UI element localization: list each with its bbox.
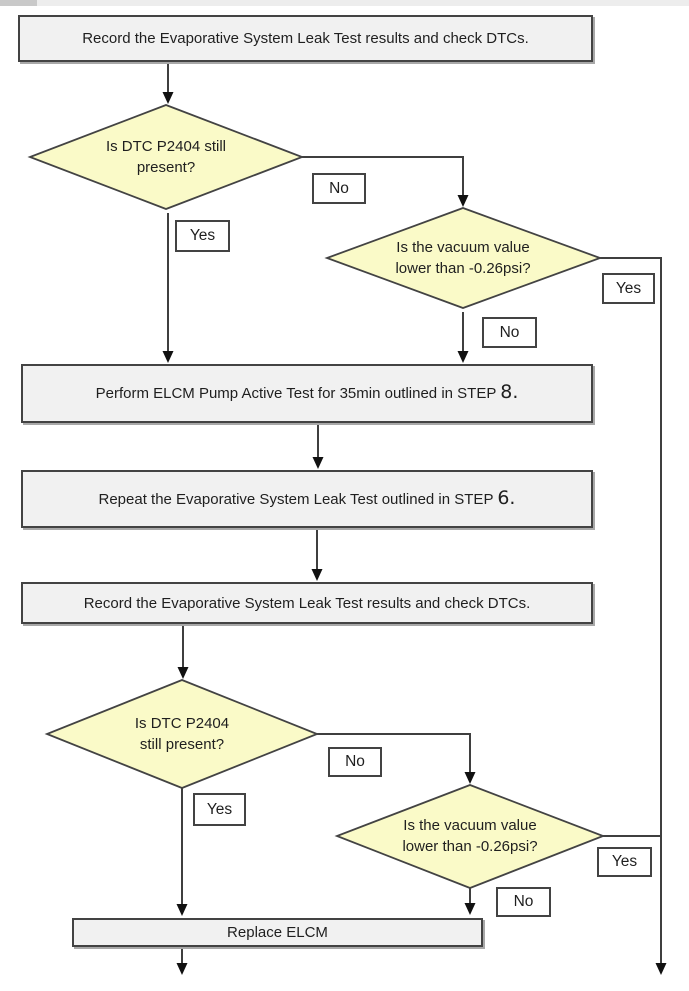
decision-line: Is DTC P2404 <box>134 715 230 732</box>
arrow-down-icon <box>464 903 476 915</box>
process-box-repeat-leak-test: Repeat the Evaporative System Leak Test … <box>21 470 593 528</box>
decision-text-vacuum-value-1: Is the vacuum value lower than -0.26psi? <box>353 237 573 279</box>
process-label: Record the Evaporative System Leak Test … <box>83 594 531 612</box>
decision-line: still present? <box>139 736 225 753</box>
branch-label-yes-1: Yes <box>175 220 230 252</box>
process-label-text: Perform ELCM Pump Active Test for 35min … <box>95 385 501 402</box>
branch-label-text: No <box>499 323 520 341</box>
connector-decision1-no-to-decision2 <box>302 156 464 195</box>
decision-text-dtc-present-1: Is DTC P2404 still present? <box>56 136 276 178</box>
branch-label-text: Yes <box>206 800 233 818</box>
branch-label-text: No <box>345 753 365 770</box>
arrow-down-icon <box>176 963 188 975</box>
decision-text-dtc-present-2: Is DTC P2404 still present? <box>72 713 292 755</box>
branch-label-no-1: No <box>312 173 366 204</box>
decision-diamond-dtc-present-1 <box>27 104 305 210</box>
decision-line: Is the vacuum value <box>403 817 537 834</box>
branch-label-text: Yes <box>611 853 638 870</box>
branch-label-text: No <box>513 893 534 910</box>
process-label: Record the Evaporative System Leak Test … <box>82 30 529 47</box>
arrow-down-icon <box>176 904 188 916</box>
branch-label-no-3: No <box>328 747 382 777</box>
decision-line: present? <box>136 159 196 176</box>
process-label: Perform ELCM Pump Active Test for 35min … <box>95 383 519 403</box>
top-edge-strip-dark-segment <box>0 0 37 6</box>
process-label: Repeat the Evaporative System Leak Test … <box>98 488 516 508</box>
step-number: 6. <box>497 486 516 509</box>
arrow-down-icon <box>457 351 469 363</box>
branch-label-no-4: No <box>496 887 551 917</box>
process-box-record-results-2: Record the Evaporative System Leak Test … <box>21 582 593 624</box>
process-box-perform-elcm-test: Perform ELCM Pump Active Test for 35min … <box>21 364 593 423</box>
connector-decision2-yes-right-rail <box>600 257 662 963</box>
decision-line: Is the vacuum value <box>396 239 530 256</box>
branch-label-yes-4: Yes <box>597 847 652 877</box>
arrow-down-icon <box>312 457 324 469</box>
arrow-down-icon <box>464 772 476 784</box>
decision-line: lower than -0.26psi? <box>402 838 538 855</box>
branch-label-no-2: No <box>482 317 537 348</box>
branch-label-text: Yes <box>615 279 642 297</box>
decision-diamond-dtc-present-2 <box>44 679 320 789</box>
decision-text-vacuum-value-2: Is the vacuum value lower than -0.26psi? <box>360 815 580 857</box>
process-label: Replace ELCM <box>227 924 328 941</box>
arrow-down-icon <box>655 963 667 975</box>
decision-diamond-vacuum-value-2 <box>334 784 606 889</box>
branch-label-text: Yes <box>189 227 216 244</box>
top-edge-strip <box>0 0 689 6</box>
decision-diamond-vacuum-value-1 <box>324 207 603 309</box>
step-number: 8. <box>500 381 519 403</box>
decision-line: lower than -0.26psi? <box>395 260 531 277</box>
process-label-text: Repeat the Evaporative System Leak Test … <box>98 490 498 508</box>
branch-label-yes-2: Yes <box>602 273 655 304</box>
arrow-down-icon <box>311 569 323 581</box>
branch-label-text: No <box>329 179 349 197</box>
process-box-record-results-1: Record the Evaporative System Leak Test … <box>18 15 593 62</box>
arrow-down-icon <box>457 195 469 207</box>
connector-decision3-no-to-decision4 <box>317 733 471 772</box>
arrow-down-icon <box>162 92 174 104</box>
decision-line: Is DTC P2404 still <box>105 138 227 155</box>
branch-label-yes-3: Yes <box>193 793 246 826</box>
arrow-down-icon <box>177 667 189 679</box>
process-box-replace-elcm: Replace ELCM <box>72 918 483 947</box>
arrow-down-icon <box>162 351 174 363</box>
